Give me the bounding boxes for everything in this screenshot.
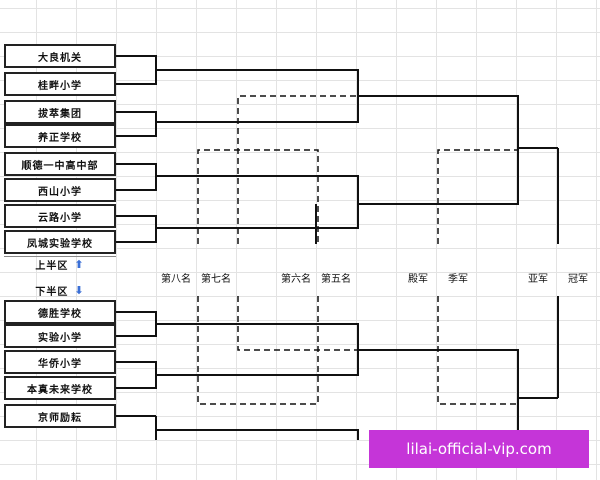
team-upper-7: 云路小学 bbox=[4, 204, 116, 228]
dashed-line-1 bbox=[237, 95, 358, 244]
dashed-line-2 bbox=[197, 149, 319, 244]
team-lower-5: 京师励耘 bbox=[4, 404, 116, 428]
up-arrow-icon: ⬆ bbox=[74, 258, 85, 271]
bracket-line-u5 bbox=[156, 69, 359, 123]
team-lower-1: 德胜学校 bbox=[4, 300, 116, 324]
team-upper-3: 拔萃集团 bbox=[4, 100, 116, 124]
team-lower-3: 华侨小学 bbox=[4, 350, 116, 374]
bracket-line-u1 bbox=[116, 55, 157, 85]
upper-half-text: 上半区 bbox=[35, 261, 69, 272]
team-lower-2: 实验小学 bbox=[4, 324, 116, 348]
bracket-line-u4 bbox=[116, 215, 157, 243]
bracket-line-u3 bbox=[116, 163, 157, 191]
dashed-line-5 bbox=[197, 296, 319, 405]
team-upper-1: 大良机关 bbox=[4, 44, 116, 68]
watermark-banner: lilai-official-vip.com bbox=[369, 430, 589, 468]
team-upper-4: 养正学校 bbox=[4, 124, 116, 148]
rank-first: 冠军 bbox=[568, 274, 588, 285]
team-upper-6: 西山小学 bbox=[4, 178, 116, 202]
dashed-line-3 bbox=[437, 149, 518, 244]
upper-half-label: 上半区 ⬆ bbox=[4, 256, 116, 272]
rank-fourth: 殿军 bbox=[408, 274, 428, 285]
rank-fifth: 第五名 bbox=[321, 274, 351, 285]
rank-eighth: 第八名 bbox=[161, 274, 191, 285]
rank-sixth: 第六名 bbox=[281, 274, 311, 285]
dashed-line-6 bbox=[437, 296, 518, 405]
bracket-line-l1 bbox=[116, 311, 157, 337]
bracket-line-l2 bbox=[116, 361, 157, 389]
bracket-line-l7 bbox=[358, 349, 519, 430]
lower-half-text: 下半区 bbox=[35, 286, 69, 298]
lower-half-label: 下半区 ⬇ bbox=[4, 282, 116, 298]
team-upper-5: 顺德一中高中部 bbox=[4, 152, 116, 176]
bracket-line-u6 bbox=[156, 175, 359, 229]
rank-third: 季军 bbox=[448, 274, 468, 285]
team-lower-4: 本真未来学校 bbox=[4, 376, 116, 400]
bracket-line-u2 bbox=[116, 111, 157, 137]
team-upper-2: 桂畔小学 bbox=[4, 72, 116, 96]
down-arrow-icon: ⬇ bbox=[74, 283, 85, 297]
bracket-line-l6 bbox=[156, 429, 359, 440]
team-upper-8: 凤城实验学校 bbox=[4, 230, 116, 254]
rank-seventh: 第七名 bbox=[201, 274, 231, 285]
rank-second: 亚军 bbox=[528, 274, 548, 285]
